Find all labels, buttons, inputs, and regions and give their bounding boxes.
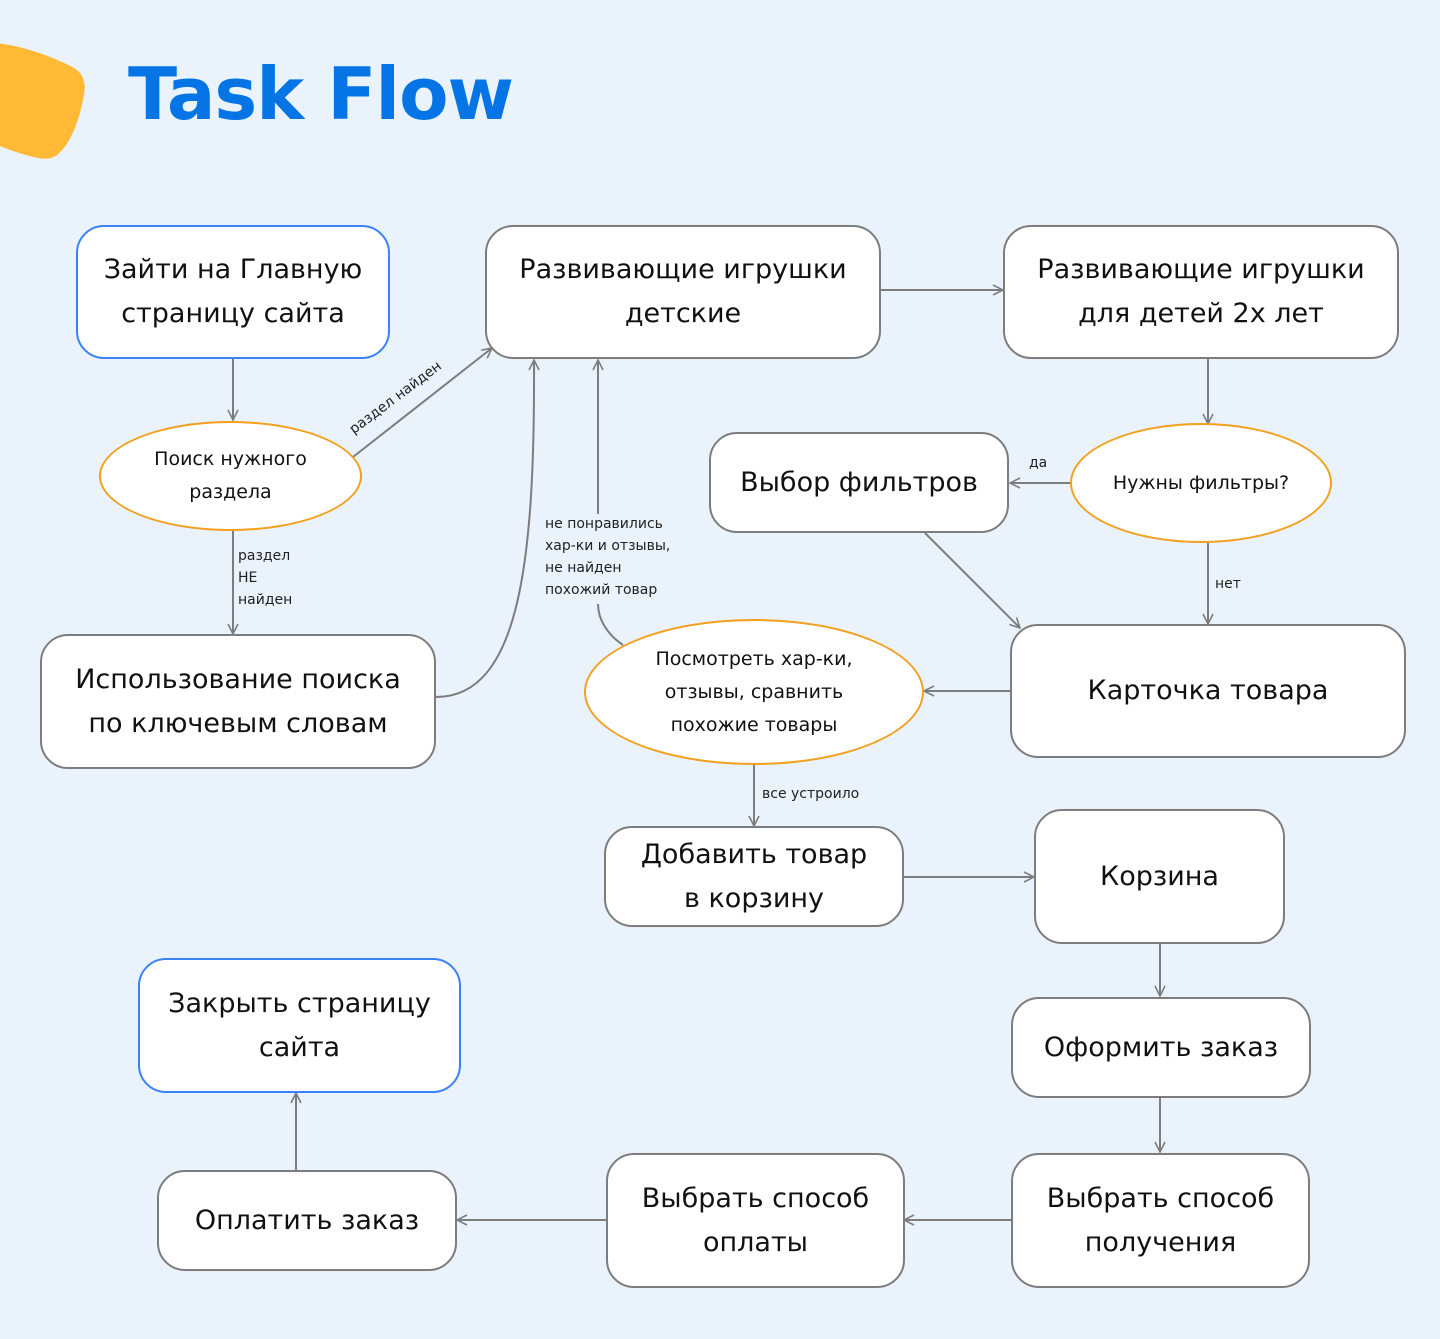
node-pay[interactable]: Оплатить заказ: [157, 1170, 457, 1271]
node-home[interactable]: Зайти на Главную страницу сайта: [76, 225, 390, 359]
label-not-found: раздел НЕ найден: [238, 548, 293, 608]
edge-keyword-to-toys: [435, 360, 534, 698]
node-payment-method[interactable]: Выбрать способ оплаты: [606, 1153, 905, 1288]
edge-search-to-toys: [352, 348, 492, 458]
decision-review[interactable]: Посмотреть хар-ки, отзывы, сравнить похо…: [584, 619, 924, 765]
label-yes: да: [1029, 455, 1048, 471]
node-choose-filters[interactable]: Выбор фильтров: [709, 432, 1009, 533]
edge-choose-to-card: [924, 532, 1020, 628]
node-checkout[interactable]: Оформить заказ: [1011, 997, 1311, 1098]
decision-search-section[interactable]: Поиск нужного раздела: [99, 421, 362, 531]
label-satisfied: все устроило: [762, 786, 860, 802]
node-cart[interactable]: Корзина: [1034, 809, 1285, 944]
node-delivery[interactable]: Выбрать способ получения: [1011, 1153, 1310, 1288]
node-keyword-search[interactable]: Использование поиска по ключевым словам: [40, 634, 436, 769]
label-no: нет: [1215, 576, 1241, 592]
node-add-to-cart[interactable]: Добавить товар в корзину: [604, 826, 904, 927]
edge-review-to-toys: [597, 603, 624, 646]
node-product-card[interactable]: Карточка товара: [1010, 624, 1406, 758]
node-edu-toys-2y[interactable]: Развивающие игрушки для детей 2х лет: [1003, 225, 1399, 359]
node-close[interactable]: Закрыть страницу сайта: [138, 958, 461, 1093]
node-edu-toys[interactable]: Развивающие игрушки детские: [485, 225, 881, 359]
logo-icon: [0, 43, 85, 159]
decision-need-filters[interactable]: Нужны фильтры?: [1070, 423, 1332, 543]
page-title: Task Flow: [128, 52, 514, 136]
label-disliked: не понравились хар-ки и отзывы, не найде…: [545, 516, 671, 598]
